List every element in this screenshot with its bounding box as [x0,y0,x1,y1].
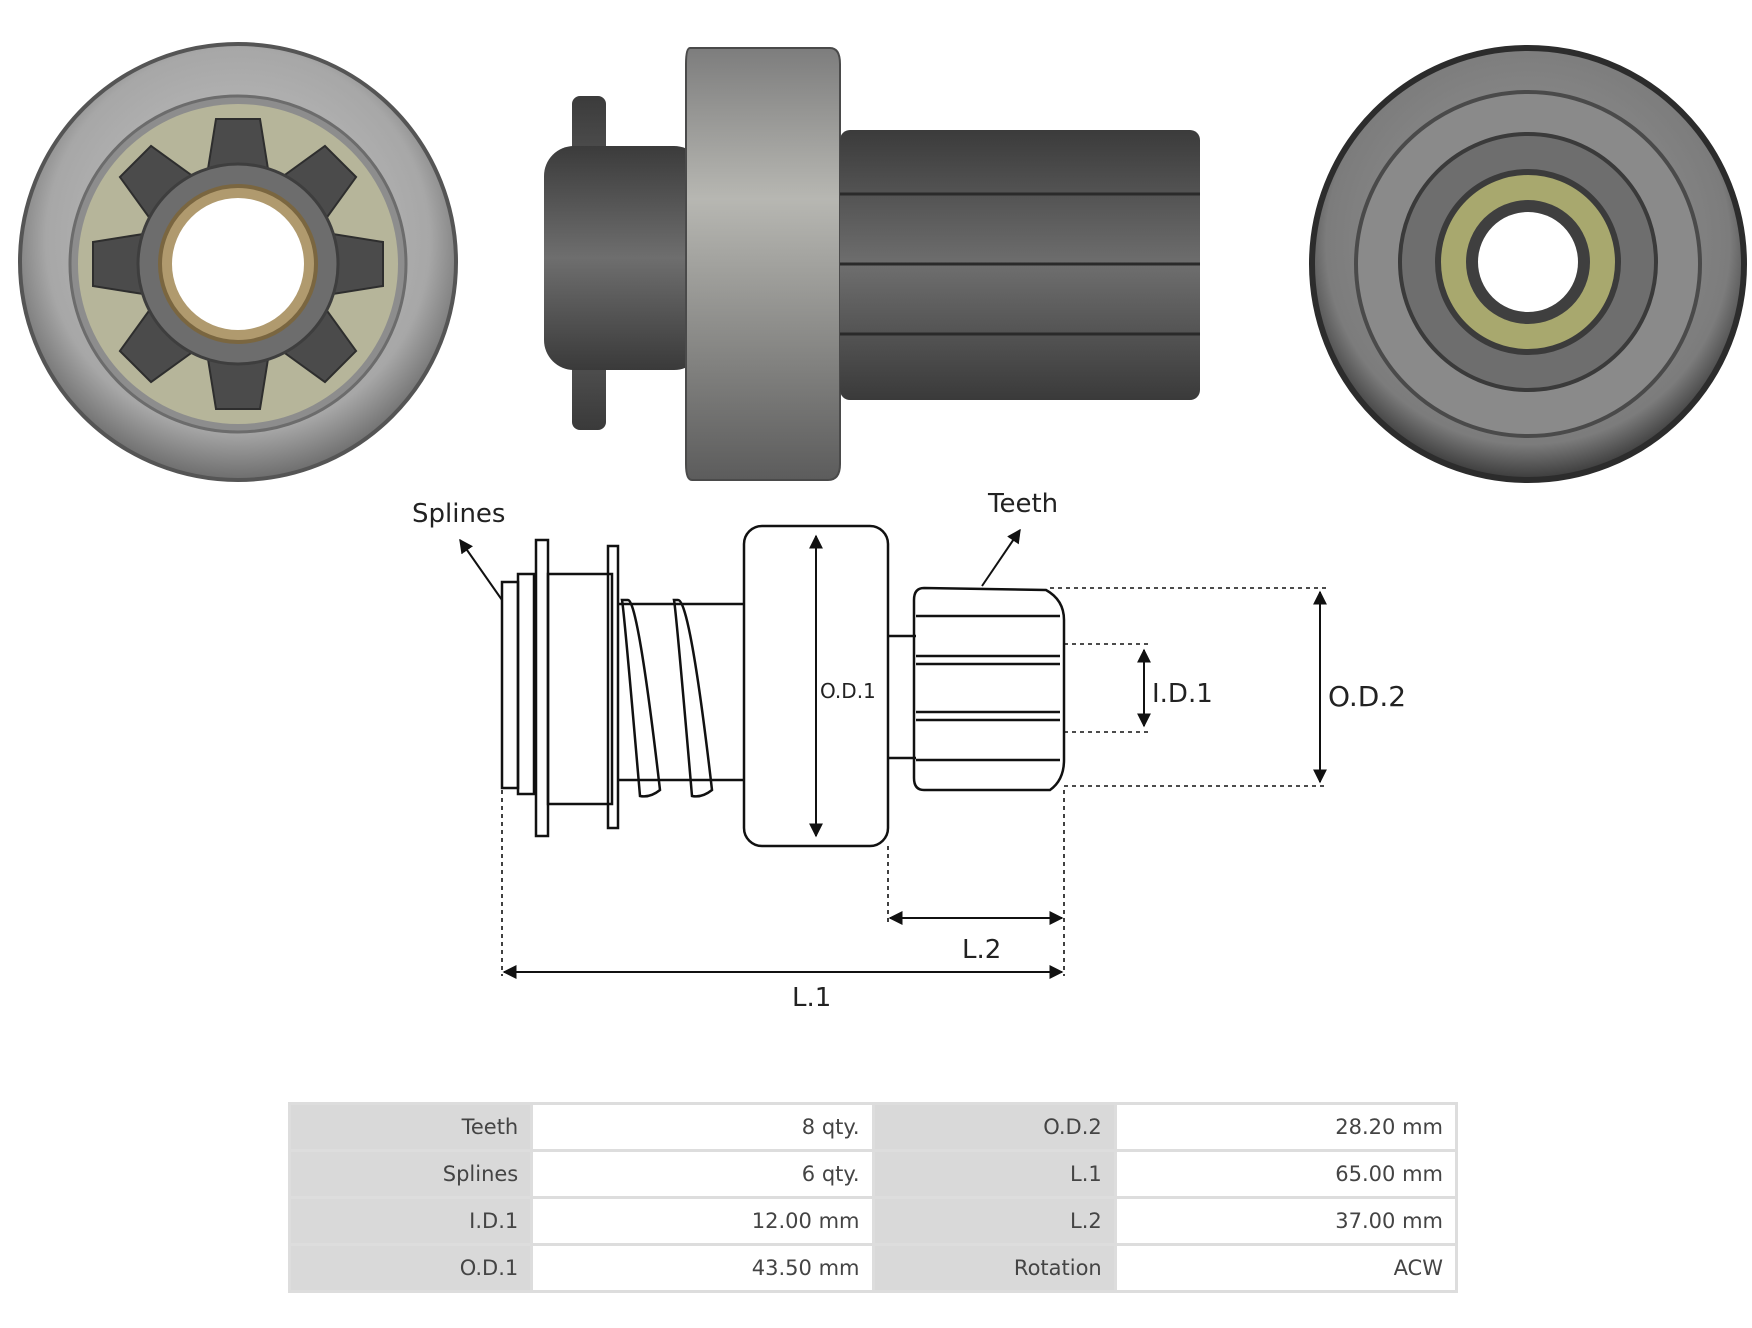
od2-label: O.D.2 [1328,680,1406,713]
id1-label: I.D.1 [1152,679,1213,709]
table-row: I.D.1 12.00 mm L.2 37.00 mm [291,1199,1455,1243]
teeth-label: Teeth [987,489,1058,519]
spec-key: O.D.1 [291,1246,531,1290]
spec-value: 12.00 mm [533,1199,872,1243]
spec-key: Rotation [874,1246,1114,1290]
pinion-rear-photo [1309,45,1747,483]
specifications-table: Teeth 8 qty. O.D.2 28.20 mm Splines 6 qt… [288,1102,1458,1293]
pinion-front-photo [18,42,458,482]
spec-value: 37.00 mm [1116,1199,1455,1243]
table-row: Splines 6 qty. L.1 65.00 mm [291,1152,1455,1196]
spec-value: 8 qty. [533,1105,872,1149]
spec-key: Teeth [291,1105,531,1149]
od1-label: O.D.1 [820,679,876,703]
spec-value: 28.20 mm [1116,1105,1455,1149]
table-row: O.D.1 43.50 mm Rotation ACW [291,1246,1455,1290]
spec-value: 43.50 mm [533,1246,872,1290]
spec-key: I.D.1 [291,1199,531,1243]
spec-key: Splines [291,1152,531,1196]
table-row: Teeth 8 qty. O.D.2 28.20 mm [291,1105,1455,1149]
spec-key: O.D.2 [874,1105,1114,1149]
spec-value: 6 qty. [533,1152,872,1196]
spec-key: L.2 [874,1199,1114,1243]
pinion-side-photo [544,47,1200,481]
spec-value: ACW [1116,1246,1455,1290]
l1-label: L.1 [792,983,831,1013]
spec-value: 65.00 mm [1116,1152,1455,1196]
spec-key: L.1 [874,1152,1114,1196]
splines-label: Splines [412,499,505,529]
l2-label: L.2 [962,935,1001,965]
